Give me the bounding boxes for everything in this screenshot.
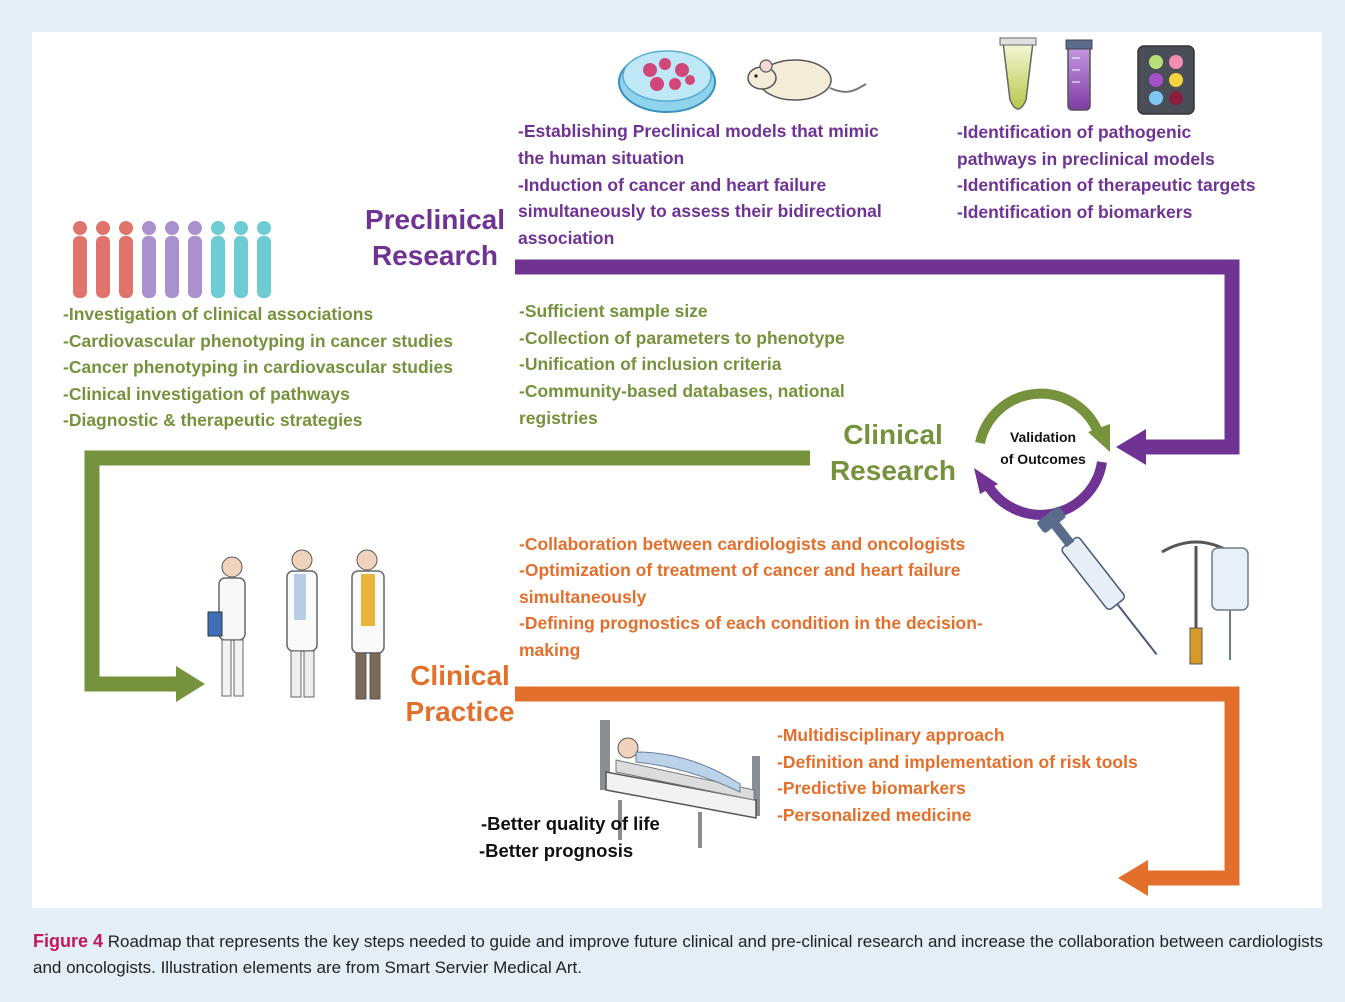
clinical-design-line: registries	[519, 408, 598, 428]
test-tube-icon	[999, 37, 1037, 110]
stage-label-line: Research	[829, 455, 957, 486]
practice-tools-line: -Multidisciplinary approach	[777, 725, 1005, 745]
outcome-line: -Better quality of life	[481, 813, 660, 834]
practice-collaboration-line: -Collaboration between cardiologists and…	[519, 534, 966, 554]
doctors-icon	[207, 549, 385, 700]
clinical-design-line: -Collection of parameters to phenotype	[519, 328, 845, 348]
practice-collaboration-line: -Optimization of treatment of cancer and…	[519, 560, 961, 580]
clinical-design-line: -Unification of inclusion criteria	[519, 354, 782, 374]
hospital-bed-icon	[600, 720, 760, 848]
clinical-practice-arrow	[515, 686, 1240, 896]
stage-label-line: Clinical	[843, 419, 943, 450]
stage-clinical-research: Clinical Research	[818, 417, 968, 489]
well-plate-icon	[1137, 45, 1195, 115]
clinical-design-line: -Sufficient sample size	[519, 301, 708, 321]
stage-label-line: Clinical	[410, 660, 510, 691]
iv-drip-icon	[1161, 540, 1249, 665]
stage-label-line: Research	[371, 240, 499, 271]
practice-collaboration-line: -Defining prognostics of each condition …	[519, 613, 983, 633]
clinical-investigation-line: -Investigation of clinical associations	[63, 304, 374, 324]
preclinical-targets-line: -Identification of therapeutic targets	[957, 175, 1256, 195]
clinical-investigation-line: -Cardiovascular phenotyping in cancer st…	[63, 331, 453, 351]
clinical-research-arrow	[84, 450, 810, 702]
stage-preclinical-research: Preclinical Research	[350, 202, 520, 274]
caption-label: Figure 4	[33, 931, 104, 951]
clinical-investigation-line: -Clinical investigation of pathways	[63, 384, 350, 404]
clinical-investigation-line: -Cancer phenotyping in cardiovascular st…	[63, 357, 453, 377]
centrifuge-tube-icon	[1065, 39, 1093, 111]
stage-label-line: Practice	[405, 696, 515, 727]
preclinical-targets-line: -Identification of biomarkers	[957, 202, 1193, 222]
validation-label-line: Validation	[1009, 429, 1077, 445]
clinical-design-line: -Community-based databases, national	[519, 381, 845, 401]
validation-label: Validation of Outcomes	[988, 426, 1098, 470]
preclinical-models-line: simultaneously to assess their bidirecti…	[518, 201, 882, 221]
practice-tools-line: -Personalized medicine	[777, 805, 972, 825]
preclinical-models-line: -Establishing Preclinical models that mi…	[518, 121, 879, 141]
preclinical-targets-line: -Identification of pathogenic	[957, 122, 1192, 142]
figure-caption: Figure 4 Roadmap that represents the key…	[33, 928, 1323, 981]
validation-label-line: of Outcomes	[1000, 451, 1086, 467]
clinical-investigation-line: -Diagnostic & therapeutic strategies	[63, 410, 363, 430]
caption-text: Roadmap that represents the key steps ne…	[33, 932, 1324, 977]
preclinical-models-line: the human situation	[518, 148, 685, 168]
preclinical-targets-line: pathways in preclinical models	[957, 149, 1215, 169]
mouse-icon	[747, 59, 867, 101]
stage-clinical-practice: Clinical Practice	[395, 658, 525, 730]
outcome-line: -Better prognosis	[479, 840, 634, 861]
preclinical-models-line: association	[518, 228, 615, 248]
syringe-icon	[1037, 506, 1158, 656]
practice-collaboration-line: simultaneously	[519, 587, 647, 607]
preclinical-models-line: -Induction of cancer and heart failure	[518, 175, 827, 195]
practice-tools-line: -Definition and implementation of risk t…	[777, 752, 1138, 772]
stage-label-line: Preclinical	[364, 204, 506, 235]
practice-tools-line: -Predictive biomarkers	[777, 778, 966, 798]
practice-collaboration-line: making	[519, 640, 581, 660]
petri-dish-icon	[618, 50, 716, 113]
preclinical-arrow	[515, 259, 1240, 465]
human-figures-icon	[73, 221, 271, 298]
